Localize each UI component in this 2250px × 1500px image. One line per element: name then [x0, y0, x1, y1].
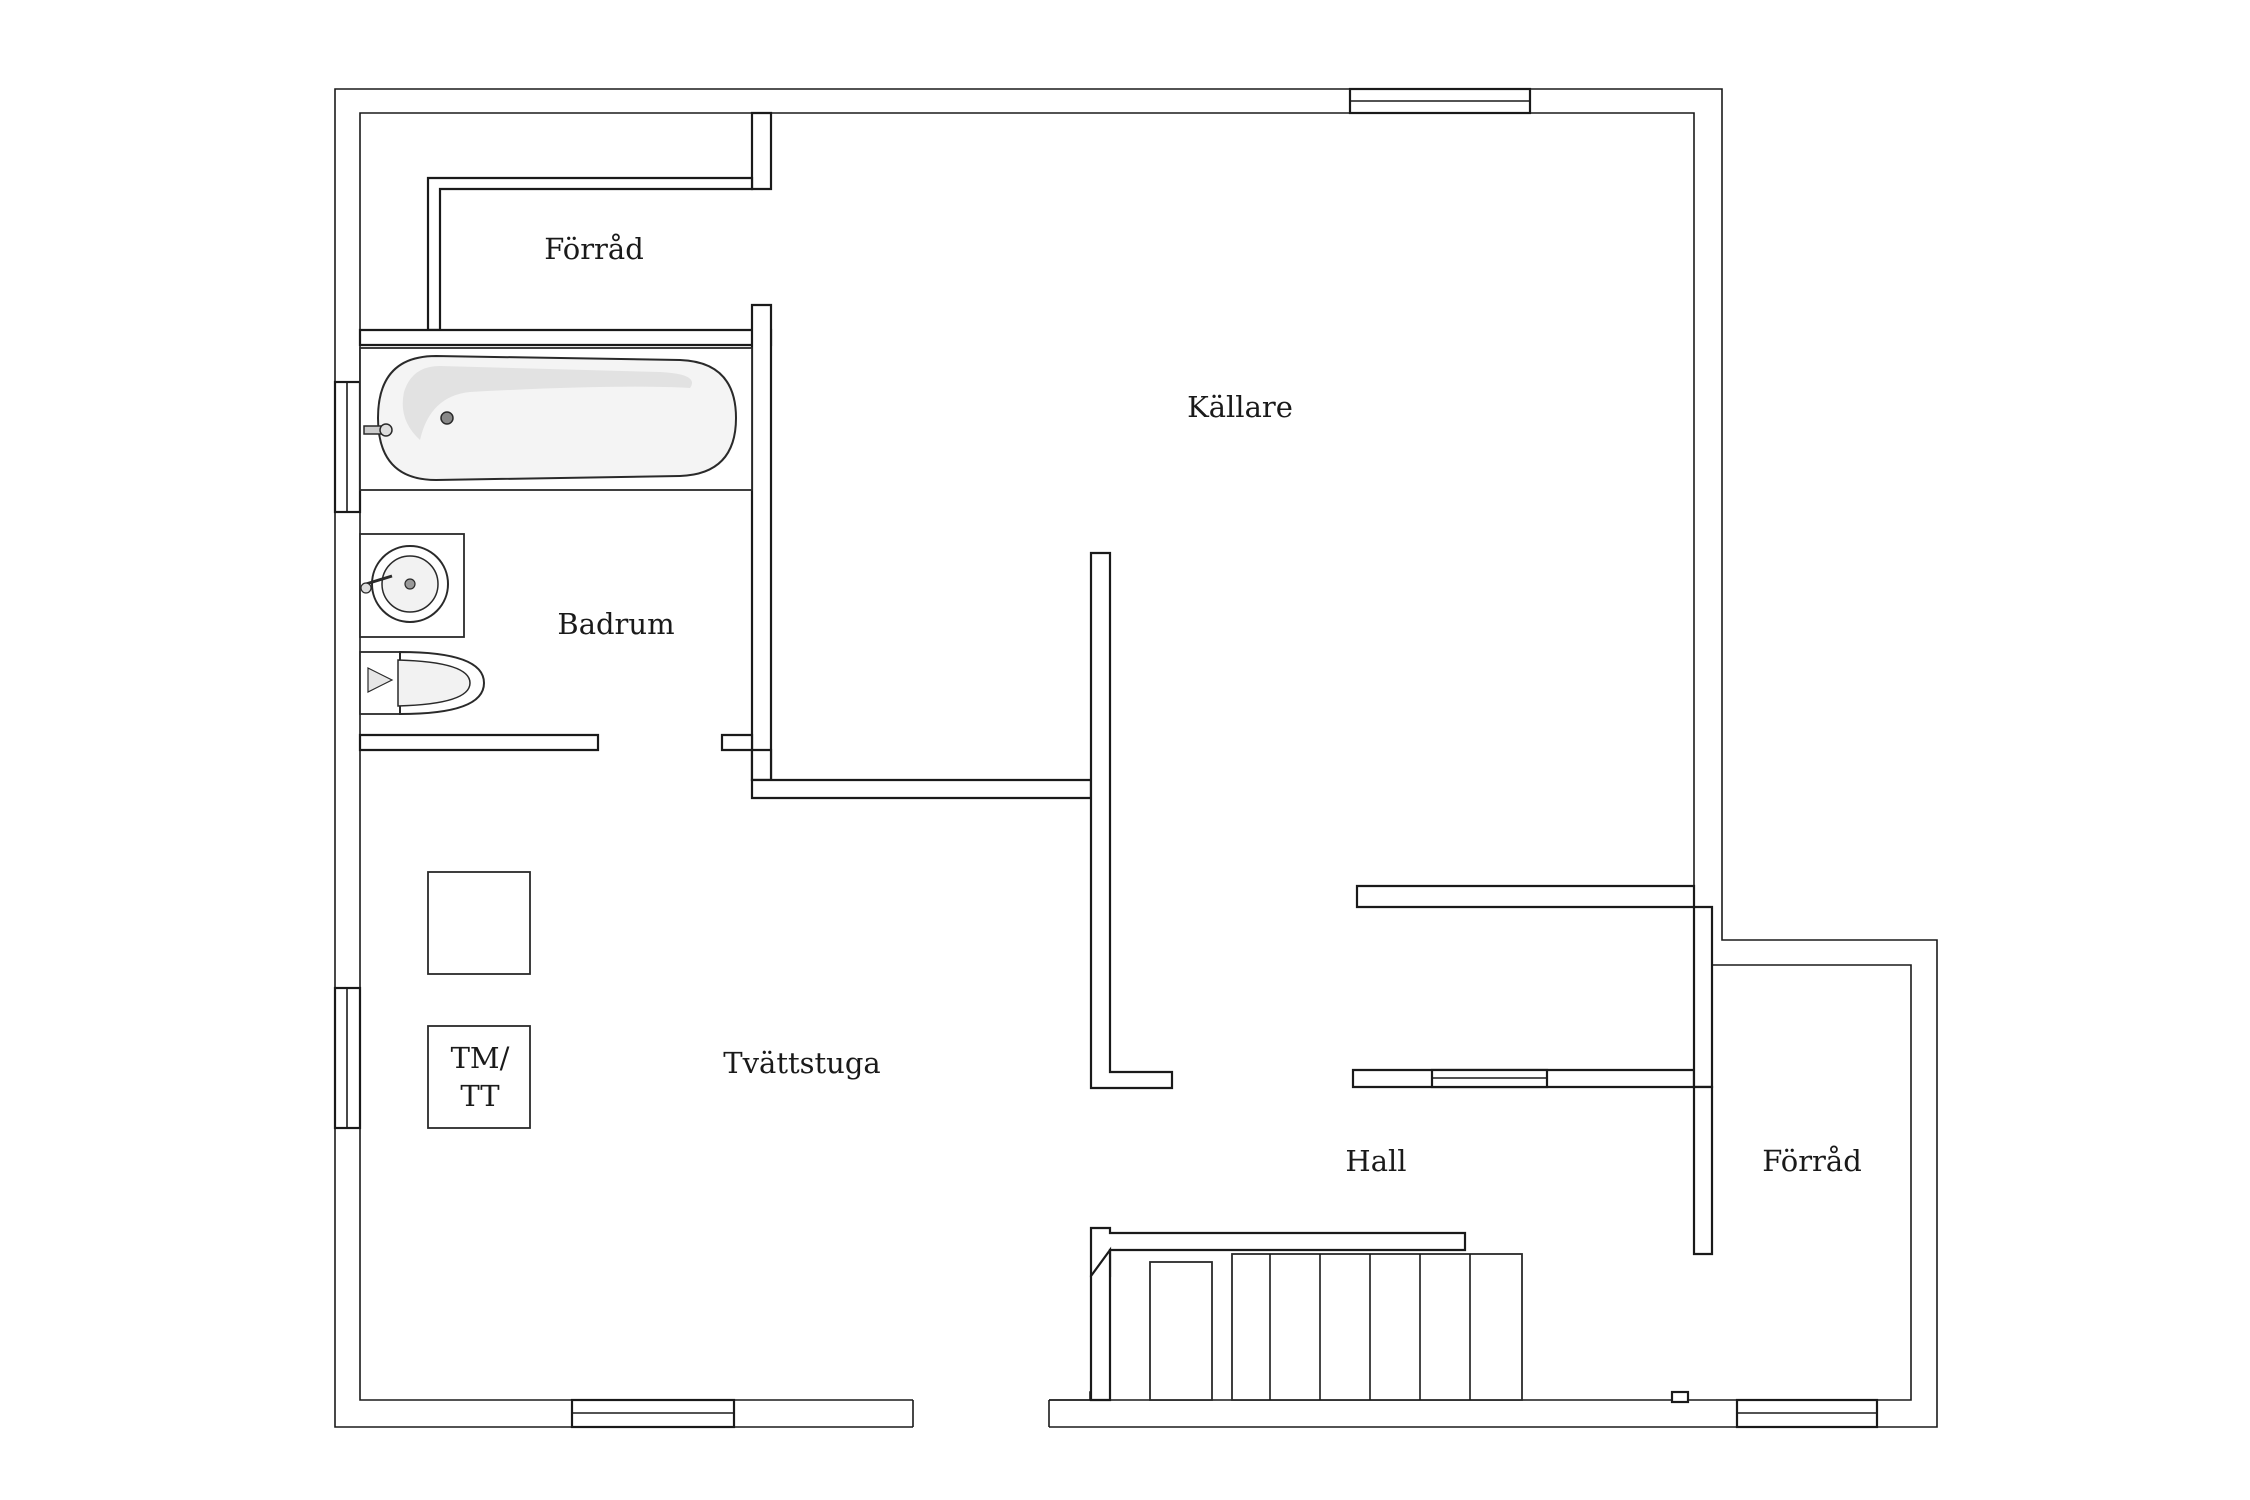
bathtub-faucet-knob — [379, 423, 393, 437]
wall-stair-west — [1089, 1246, 1112, 1402]
wall-storage-top-east — [750, 111, 773, 191]
storage-door-jamb — [1670, 1390, 1690, 1404]
stair-flight — [1231, 1253, 1523, 1401]
bathtub-drain — [440, 411, 454, 425]
windows — [333, 87, 1879, 1429]
room-labels: Förråd Källare Badrum Tvättstuga Hall Fö… — [544, 232, 1862, 1178]
wall-storage-bath-divider — [358, 328, 773, 347]
wall-storage-right-west-lower — [1692, 1085, 1714, 1256]
bathroom-fixtures — [359, 347, 753, 716]
washer-dryer-box — [427, 1025, 531, 1129]
toilet-seat — [397, 659, 471, 707]
door-openings — [912, 1390, 1690, 1430]
room-label-storage-right: Förråd — [1762, 1144, 1862, 1178]
staircase — [1149, 1253, 1523, 1401]
sink-faucet — [365, 574, 393, 586]
wall-bath-east-lower — [750, 748, 773, 782]
sink-faucet-knob — [360, 582, 372, 594]
laundry-fixtures: TM/ TT — [427, 871, 531, 1129]
wall-bath-south-east-stub — [720, 733, 754, 752]
room-label-basement: Källare — [1187, 390, 1293, 424]
interior-outline — [359, 112, 1912, 1401]
wall-bath-east-upper — [750, 303, 773, 782]
stair-side-block — [1149, 1261, 1213, 1401]
exterior-outline — [334, 88, 1938, 1428]
wall-storage-right-west — [1692, 905, 1714, 1089]
bathtub-shadow — [402, 366, 692, 440]
washer-dryer-label-line2: TT — [460, 1079, 500, 1113]
interior-walls — [358, 111, 1714, 1402]
room-label-bathroom: Badrum — [557, 607, 674, 641]
wall-basement-hall-divider — [1089, 551, 1174, 1090]
wall-basement-south — [750, 778, 1093, 800]
room-label-laundry: Tvättstuga — [723, 1046, 880, 1080]
laundry-appliance-box — [427, 871, 531, 975]
wall-bath-south — [358, 733, 600, 752]
sink-drain — [404, 578, 416, 590]
wall-hall-north — [1355, 884, 1696, 909]
exterior-walls — [334, 88, 1938, 1428]
room-label-hall: Hall — [1345, 1144, 1406, 1178]
room-label-storage-top: Förråd — [544, 232, 644, 266]
entry-door-opening — [913, 1398, 1049, 1430]
washer-dryer-label-line1: TM/ — [451, 1041, 510, 1075]
toilet-flush — [367, 667, 394, 693]
